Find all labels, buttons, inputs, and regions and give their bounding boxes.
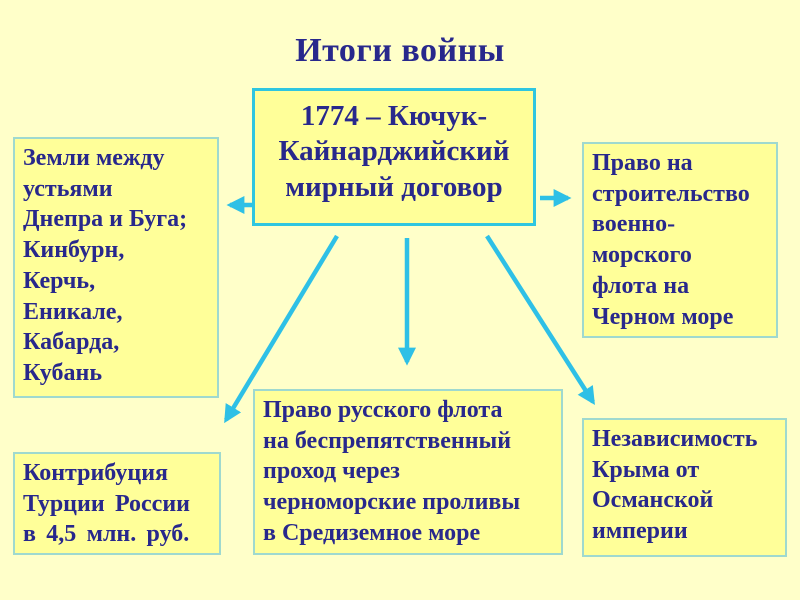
slide-title: Итоги войны [295, 32, 505, 69]
arrow-to-bottom-right-box [485, 234, 595, 406]
straits-passage-box: Право русского флота на беспрепятственны… [253, 389, 563, 555]
navy-construction-box: Право на строительство военно- морского … [582, 142, 778, 338]
territories-box: Земли между устьями Днепра и Буга; Кинбу… [13, 137, 219, 398]
contribution-box: Контрибуция Турции России в 4,5 млн. руб… [13, 452, 221, 555]
treaty-center-box: 1774 – Кючук- Кайнарджийский мирный дого… [252, 88, 536, 226]
crimea-independence-box: Независимость Крыма от Османской империи [582, 418, 787, 557]
